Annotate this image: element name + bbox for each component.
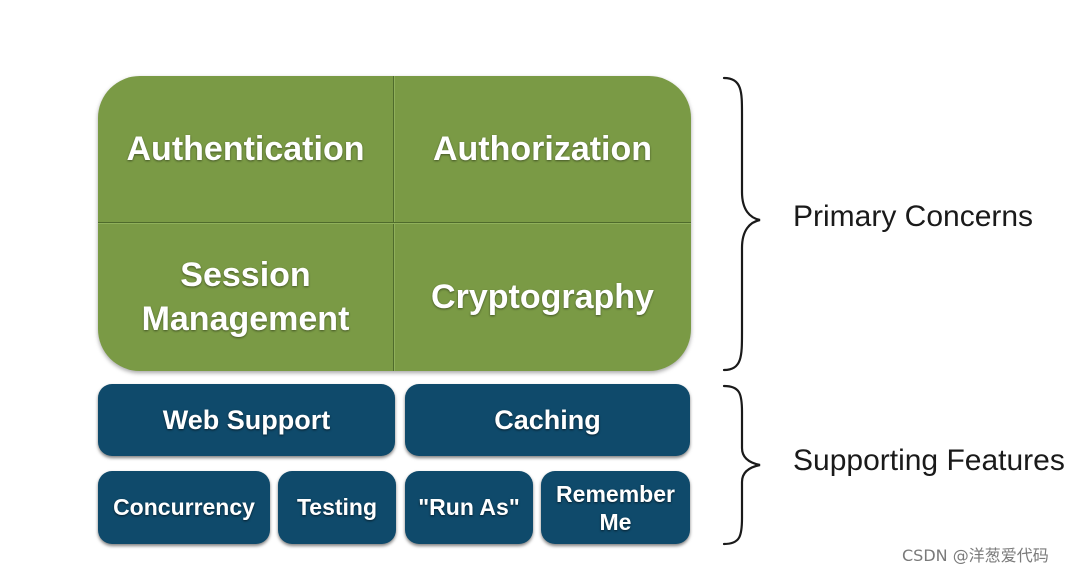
authentication-cell: Authentication	[126, 130, 365, 168]
concurrency-box: Concurrency	[98, 471, 270, 544]
authorization-cell: Authorization	[432, 130, 653, 168]
primary-concerns-label: Primary Concerns	[793, 200, 1034, 233]
remember-me-box: Remember Me	[541, 471, 690, 544]
supporting-features-label: Supporting Features	[793, 444, 1065, 477]
testing-box: Testing	[278, 471, 396, 544]
primary-concerns-block: Authentication Authorization Session Man…	[98, 76, 691, 371]
run-as-box: "Run As"	[405, 471, 533, 544]
vertical-divider	[393, 76, 394, 371]
horizontal-divider	[98, 222, 691, 223]
watermark: CSDN @洋葱爱代码	[902, 546, 1049, 565]
caching-box: Caching	[405, 384, 690, 456]
cryptography-cell: Cryptography	[431, 278, 654, 316]
supporting-brace-icon	[722, 384, 761, 546]
web-support-box: Web Support	[98, 384, 395, 456]
session-management-cell: Session Management	[141, 256, 350, 338]
primary-brace-icon	[722, 76, 761, 372]
